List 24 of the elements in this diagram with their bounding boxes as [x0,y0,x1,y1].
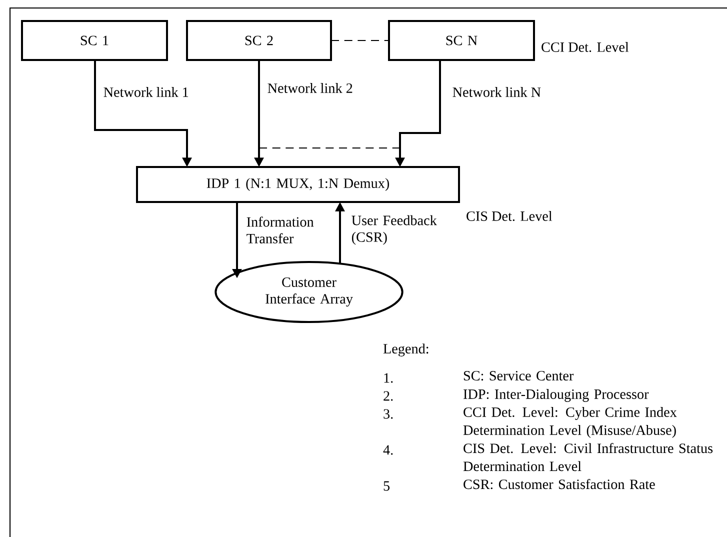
legend-heading: Legend: [383,344,428,356]
edge-label: Network link 2 [268,83,352,93]
legend-entry: CCI Det. Level: Cyber Crime Index Determination Level (Misuse/Abuse) [463,407,677,438]
legend-entry: CIS Det. Level: Civil Infrastructure Status Determination Level [463,443,713,472]
legend-number: 3. [384,409,393,419]
legend-entry: CSR: Customer Satisfaction Rate [464,479,655,490]
legend-entry: IDP: Inter-Dialouging Processor [464,389,649,402]
edge-label: Network link 1 [104,87,188,97]
dashed-connector [331,40,389,42]
edge-label: Network link N [452,87,541,97]
process-box: SC N [388,20,535,61]
process-box: SC 1 [21,20,168,61]
edge-label: User Feedback (CSR) [352,215,437,245]
edge-label: Information Transfer [246,216,314,244]
process-box: SC 2 [186,20,332,61]
level-label: CIS Det. Level [466,211,552,222]
level-label: CCI Det. Level [542,42,629,52]
legend-number: 5 [384,481,390,491]
ellipse-node: Customer Interface Array [214,261,404,323]
process-box: IDP 1 (N:1 MUX, 1:N Demux) [136,166,460,203]
legend-number: 4. [383,445,393,455]
legend-number: 2. [384,391,393,401]
legend-entry: SC: Service Center [464,371,574,381]
legend-number: 1. [384,373,393,383]
